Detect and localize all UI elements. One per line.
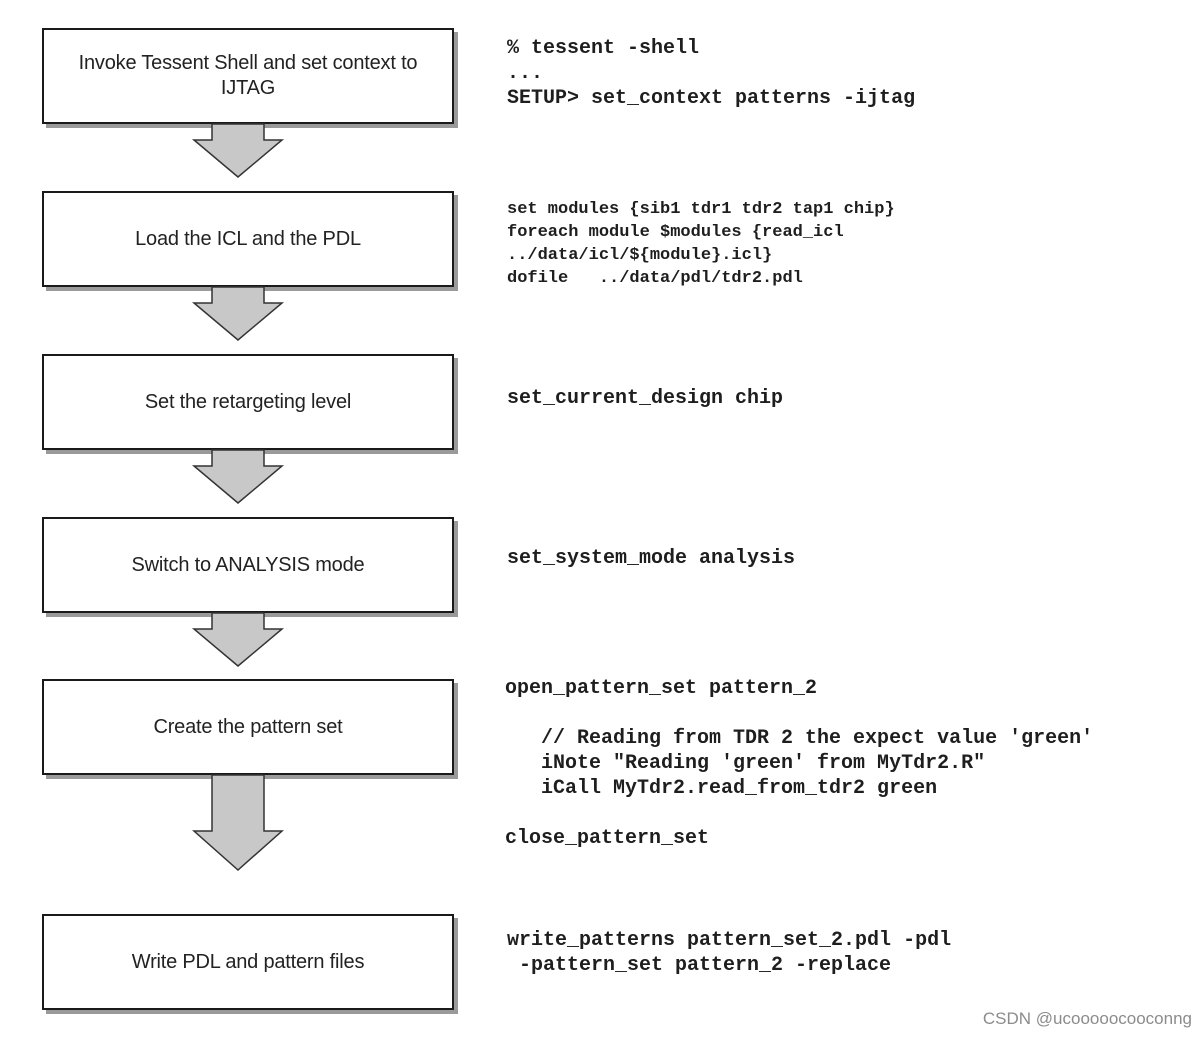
code-line: iCall MyTdr2.read_from_tdr2 green xyxy=(505,777,938,800)
code-line: open_pattern_set pattern_2 xyxy=(505,677,818,700)
code-line: -pattern_set pattern_2 -replace xyxy=(507,954,892,977)
code-line: SETUP> set_context patterns -ijtag xyxy=(507,87,916,110)
code-line: // Reading from TDR 2 the expect value '… xyxy=(505,727,1094,750)
commands-step3: set_current_design chip xyxy=(507,386,783,411)
commands-step6: write_patterns pattern_set_2.pdl -pdl -p… xyxy=(507,928,951,978)
step-switch-analysis-mode: Switch to ANALYSIS mode xyxy=(42,517,454,613)
step-label: Write PDL and pattern files xyxy=(131,950,365,973)
code-line: ... xyxy=(507,62,544,85)
code-line: dofile ../data/pdl/tdr2.pdl xyxy=(507,269,803,288)
step-label: Invoke Tessent Shell and set context to … xyxy=(78,52,418,99)
down-arrow-icon xyxy=(191,286,285,341)
code-line: set_current_design chip xyxy=(507,387,784,410)
step-label: Set the retargeting level xyxy=(144,390,352,413)
step-label: Switch to ANALYSIS mode xyxy=(131,553,365,576)
code-line xyxy=(505,701,1093,726)
step-create-pattern-set: Create the pattern set xyxy=(42,679,454,775)
commands-step4: set_system_mode analysis xyxy=(507,546,795,571)
code-line: foreach module $modules {read_icl xyxy=(507,223,844,242)
down-arrow-icon xyxy=(191,612,285,667)
down-arrow-icon xyxy=(191,449,285,504)
code-line: ../data/icl/${module}.icl} xyxy=(507,246,773,265)
step-load-icl-pdl: Load the ICL and the PDL xyxy=(42,191,454,287)
code-line: iNote "Reading 'green' from MyTdr2.R" xyxy=(505,752,986,775)
step-label: Load the ICL and the PDL xyxy=(135,227,361,250)
step-invoke-tessent-shell: Invoke Tessent Shell and set context to … xyxy=(42,28,454,124)
code-line: set modules {sib1 tdr1 tdr2 tap1 chip} xyxy=(507,200,895,219)
step-label: Create the pattern set xyxy=(153,715,343,738)
watermark: CSDN @ucooooocooconng xyxy=(982,1009,1192,1028)
code-line: close_pattern_set xyxy=(505,827,710,850)
commands-step1: % tessent -shell...SETUP> set_context pa… xyxy=(507,36,915,111)
code-line: set_system_mode analysis xyxy=(507,547,796,570)
code-line xyxy=(505,801,1093,826)
step-set-retargeting-level: Set the retargeting level xyxy=(42,354,454,450)
commands-step2: set modules {sib1 tdr1 tdr2 tap1 chip} fo… xyxy=(507,198,895,290)
code-line: write_patterns pattern_set_2.pdl -pdl xyxy=(507,929,952,952)
down-arrow-icon xyxy=(192,774,284,872)
down-arrow-icon xyxy=(191,123,285,178)
step-write-pdl-pattern-files: Write PDL and pattern files xyxy=(42,914,454,1010)
commands-step5: open_pattern_set pattern_2 // Reading fr… xyxy=(505,676,1093,851)
code-line: % tessent -shell xyxy=(507,37,700,60)
